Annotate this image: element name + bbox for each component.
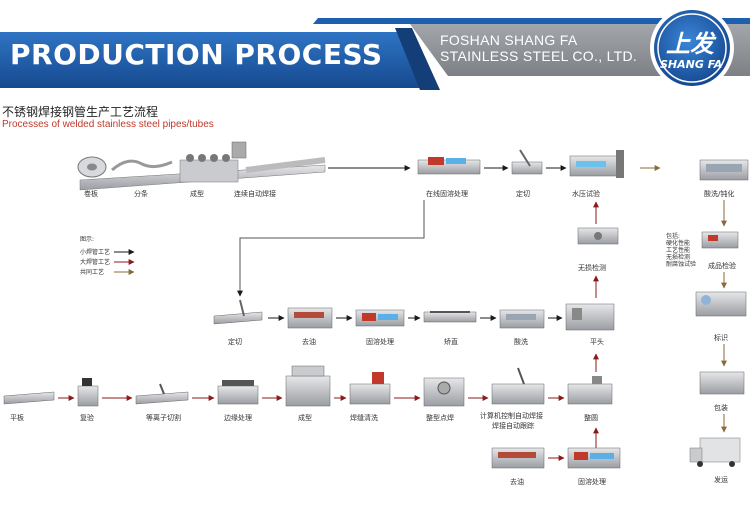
label-reinspection: 复验 xyxy=(80,413,94,422)
label-rounding: 整圆 xyxy=(584,413,598,422)
label-seam-clean: 焊缝清洗 xyxy=(350,413,378,422)
label-coil: 卷板 xyxy=(84,189,98,198)
label-forming-small: 成型 xyxy=(190,189,204,198)
label-weld-tracking: 焊接自动跟踪 xyxy=(492,421,534,430)
label-plasma-cut: 等离子切割 xyxy=(146,413,181,422)
label-flat-plate: 平板 xyxy=(10,413,24,422)
banner-graphic xyxy=(0,6,750,90)
inspection-note: 包括:硬化性能工艺性能无损检测耐腐蚀试验 xyxy=(666,232,696,268)
label-solution-bottom: 固溶处理 xyxy=(578,477,606,486)
truck-icon xyxy=(689,437,741,467)
machine-solution-mid xyxy=(355,309,405,327)
machine-degrease-bottom xyxy=(491,447,545,469)
machine-degrease-mid xyxy=(287,307,333,329)
company-name-line2: STAINLESS STEEL CO., LTD. xyxy=(440,48,638,64)
legend: 图示: 小焊管工艺 大焊管工艺 共同工艺 xyxy=(80,236,135,276)
label-packing: 包装 xyxy=(714,403,728,412)
label-ndt: 无损检测 xyxy=(578,263,606,272)
legend-label-large: 大焊管工艺 xyxy=(80,258,110,266)
label-hydro-test: 水压试验 xyxy=(572,189,600,198)
label-cut-mid: 定切 xyxy=(228,337,242,346)
label-straighten: 矫直 xyxy=(444,337,458,346)
label-forming-large: 成型 xyxy=(298,413,312,422)
machine-marking xyxy=(695,291,747,317)
machine-auto-weld xyxy=(491,367,545,405)
company-name-line1: FOSHAN SHANG FA xyxy=(440,32,578,48)
legend-heading: 图示: xyxy=(80,236,94,243)
machine-rounding xyxy=(567,376,613,405)
machine-plasma-cut xyxy=(135,383,189,405)
label-pickle-mid: 酸洗 xyxy=(514,337,528,346)
inspection-note-text: 包括:硬化性能工艺性能无损检测耐腐蚀试验 xyxy=(666,232,696,268)
machine-seam-clean xyxy=(349,372,391,405)
label-end-facing: 平头 xyxy=(590,337,604,346)
label-tack-weld: 整型点焊 xyxy=(426,413,454,422)
machine-pickle-mid xyxy=(499,309,545,329)
machine-solution-bottom xyxy=(567,447,621,469)
page-title: PRODUCTION PROCESS xyxy=(10,38,383,71)
machine-cut-mid xyxy=(213,299,263,325)
machine-edge-process xyxy=(217,380,259,405)
machine-tack-weld xyxy=(423,377,465,407)
logo-english: SHANG FA xyxy=(660,58,723,71)
header-banner: PRODUCTION PROCESS FOSHAN SHANG FA STAIN… xyxy=(0,0,750,100)
machine-packing xyxy=(699,371,745,395)
machine-forming-large xyxy=(285,365,331,407)
label-degrease-bottom: 去油 xyxy=(510,477,524,486)
diagram-title-cn: 不锈钢焊接钢管生产工艺流程 xyxy=(2,105,159,119)
label-final-inspection: 成品检验 xyxy=(708,261,736,270)
label-shipping: 发运 xyxy=(714,475,728,484)
label-continuous-welding: 连续自动焊接 xyxy=(234,189,276,198)
label-auto-weld: 计算机控制自动焊接 xyxy=(480,411,543,420)
machine-reinspection xyxy=(77,378,99,407)
label-cut-top: 定切 xyxy=(516,189,530,198)
machine-ndt xyxy=(577,227,619,245)
label-solution-mid: 固溶处理 xyxy=(366,337,394,346)
machine-pickling xyxy=(699,159,749,181)
step-coil-strip-welding-illustration xyxy=(77,141,326,191)
diagram-title-en: Processes of welded stainless steel pipe… xyxy=(2,119,214,130)
machine-straighten xyxy=(423,311,477,323)
label-marking: 标识 xyxy=(714,333,728,342)
legend-label-common: 共同工艺 xyxy=(80,268,104,276)
machine-hydro-test xyxy=(569,150,624,178)
machine-final-inspection xyxy=(701,231,739,249)
label-online-solution: 在线固溶处理 xyxy=(426,189,468,198)
legend-label-small: 小焊管工艺 xyxy=(80,248,110,256)
machine-end-facing xyxy=(565,303,615,331)
machine-cut-top xyxy=(511,149,543,175)
connector-small xyxy=(237,200,425,297)
label-edge-process: 边缘处理 xyxy=(224,413,252,422)
label-degrease-mid: 去油 xyxy=(302,337,316,346)
label-slitting: 分条 xyxy=(134,189,148,198)
machine-flat-plate xyxy=(3,391,55,405)
label-pickling-passivation: 酸洗/钝化 xyxy=(704,189,734,198)
logo-chinese: 上发 xyxy=(666,30,714,58)
machine-online-solution xyxy=(417,157,481,175)
